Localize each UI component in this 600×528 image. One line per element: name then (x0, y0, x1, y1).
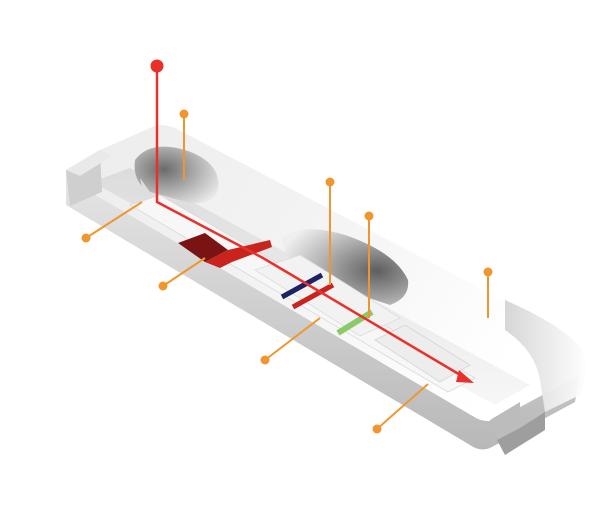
control-line (336, 309, 374, 336)
callout-dot-icon (179, 109, 189, 119)
conjugate-pad (205, 240, 272, 268)
arrow-head (456, 370, 474, 383)
callout-sample-well[interactable] (179, 109, 189, 181)
sample-well-rim (140, 178, 196, 215)
sample-flow-arrow (150, 59, 474, 383)
housing-lip-top (66, 150, 112, 176)
callout-dot-icon (364, 211, 374, 221)
callout-dot-icon (325, 177, 335, 187)
test-line (280, 272, 324, 300)
callout-dot-icon (81, 233, 91, 243)
sample-well (134, 146, 219, 215)
sample-drop-icon (150, 59, 164, 73)
result-window (282, 229, 409, 305)
sample-pad (178, 233, 228, 262)
housing-right-foot (497, 412, 545, 455)
callout-housing[interactable] (483, 267, 493, 319)
test-line-signal (291, 282, 335, 310)
callout-absorbent-pad[interactable] (372, 383, 429, 434)
callout-dot-icon (260, 355, 270, 365)
callout-membrane[interactable] (260, 317, 321, 365)
callout-dot-icon (372, 424, 382, 434)
callout-dot-icon (483, 267, 493, 277)
callout-test-line[interactable] (325, 177, 335, 286)
callout-sample-pad[interactable] (158, 257, 206, 291)
callout-control-line[interactable] (364, 211, 374, 319)
housing-right-cutout (490, 402, 520, 440)
callout-housing-lip[interactable] (81, 201, 143, 243)
callout-leaders (81, 109, 493, 434)
housing-bottom-face (66, 170, 580, 450)
callout-dot-icon (158, 281, 168, 291)
housing-end-cap (505, 300, 588, 412)
